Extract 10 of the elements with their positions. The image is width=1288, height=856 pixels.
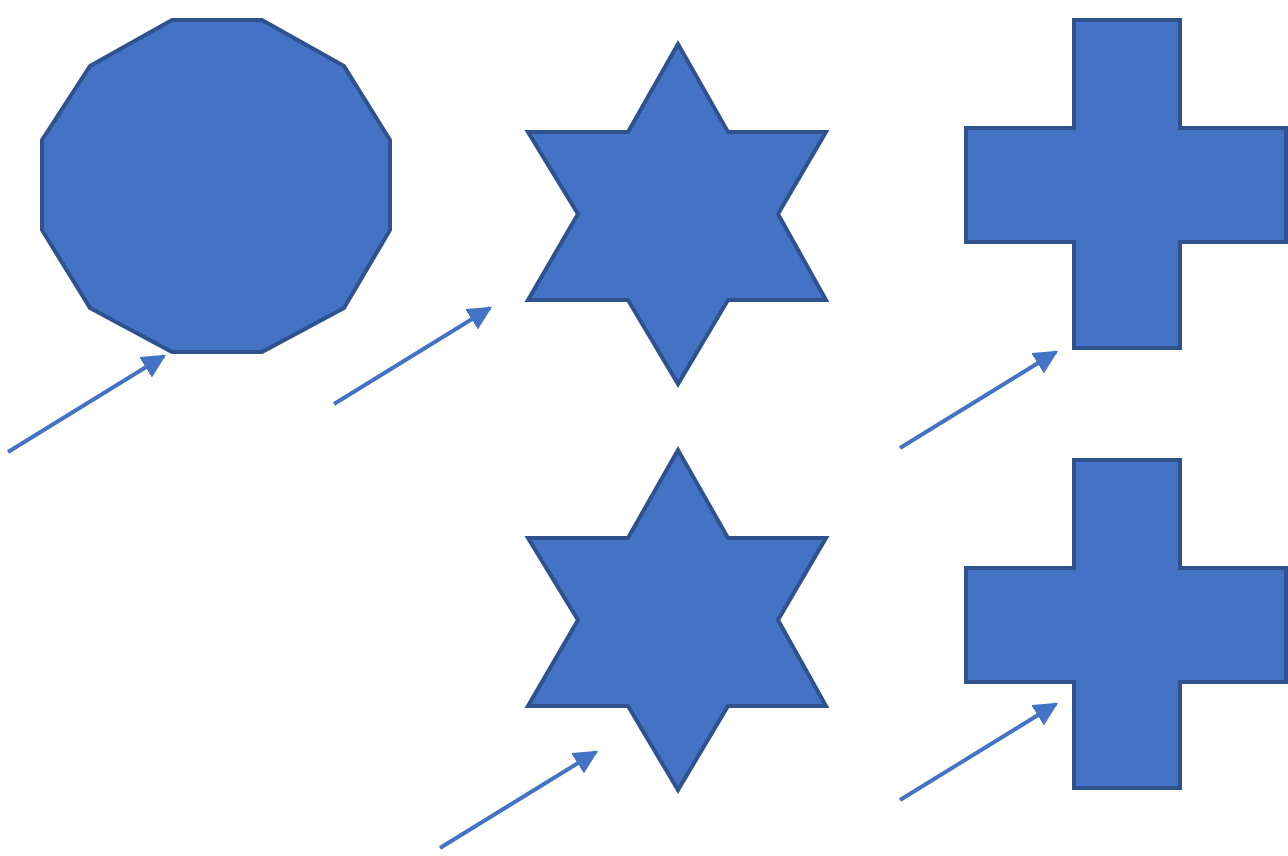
cross-shape [964,458,1288,790]
arrow [898,350,1059,450]
arrow [332,306,493,406]
arrow [6,354,167,454]
arrow [438,750,599,850]
dodecagon-shape [40,18,392,354]
cross-shape [964,18,1288,350]
star-shape [524,39,830,388]
arrow [898,702,1059,802]
star-shape [524,445,830,794]
